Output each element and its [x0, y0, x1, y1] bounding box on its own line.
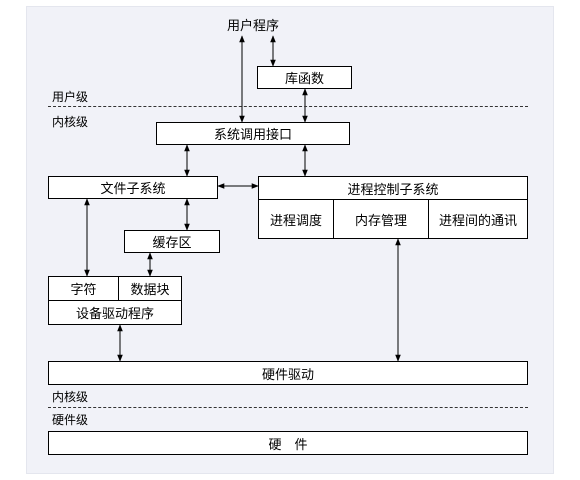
buffer-cache-box: 缓存区 — [124, 230, 220, 253]
device-drivers-label: 设备驱动程序 — [75, 307, 154, 322]
syscall-interface-box: 系统调用接口 — [156, 122, 350, 145]
process-control-box: 进程控制子系统 进程调度 内存管理 进程间的通讯 — [258, 176, 528, 239]
level-kernel-bottom-label: 内核级 — [52, 390, 89, 404]
ipc-label: 进程间的通讯 — [438, 213, 517, 229]
syscall-interface-label: 系统调用接口 — [213, 128, 292, 143]
process-control-header: 进程控制子系统 — [259, 177, 527, 200]
device-drivers-cell: 设备驱动程序 — [49, 301, 181, 324]
memory-mgmt-label: 内存管理 — [354, 213, 407, 229]
level-kernel-top-label: 内核级 — [52, 115, 89, 129]
lib-functions-label: 库函数 — [284, 72, 324, 87]
char-device-cell: 字符 — [49, 277, 119, 301]
file-subsystem-box: 文件子系统 — [48, 176, 218, 199]
lib-functions-box: 库函数 — [257, 66, 352, 89]
buffer-cache-label: 缓存区 — [152, 236, 192, 251]
hardware-box: 硬 件 — [48, 431, 528, 455]
user-kernel-divider — [48, 106, 528, 107]
hardware-driver-box: 硬件驱动 — [48, 361, 528, 385]
level-hardware-label: 硬件级 — [52, 413, 89, 427]
device-drivers-box: 字符 数据块 设备驱动程序 — [48, 276, 182, 325]
level-user-label: 用户级 — [52, 90, 89, 104]
char-device-label: 字符 — [70, 283, 97, 298]
user-program-label: 用户程序 — [227, 19, 280, 34]
ipc-cell: 进程间的通讯 — [429, 200, 527, 238]
hardware-driver-label: 硬件驱动 — [261, 367, 314, 383]
hardware-label: 硬 件 — [268, 437, 308, 453]
scheduler-cell: 进程调度 — [259, 200, 334, 238]
block-device-label: 数据块 — [130, 283, 170, 298]
memory-mgmt-cell: 内存管理 — [334, 200, 429, 238]
kernel-hardware-divider — [48, 407, 528, 408]
scheduler-label: 进程调度 — [269, 213, 322, 229]
block-device-cell: 数据块 — [119, 277, 181, 301]
process-control-label: 进程控制子系统 — [347, 182, 439, 198]
file-subsystem-label: 文件子系统 — [100, 182, 166, 197]
